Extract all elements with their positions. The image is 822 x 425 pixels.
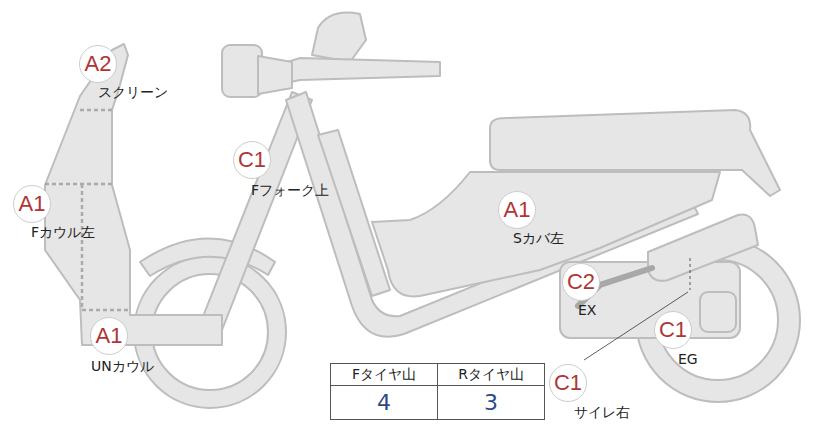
grade-code: A1 bbox=[19, 193, 46, 215]
part-name: EX bbox=[578, 301, 596, 319]
grade-code: A1 bbox=[96, 325, 123, 347]
part-name: EG bbox=[678, 350, 698, 368]
grade-code: C1 bbox=[238, 149, 266, 171]
part-name: Fフォーク上 bbox=[251, 181, 329, 199]
grade-callout: C1サイレ右 bbox=[549, 364, 587, 402]
part-name: サイレ右 bbox=[574, 403, 630, 421]
grade-callout: C2EX bbox=[562, 263, 600, 301]
part-name: スクリーン bbox=[98, 83, 168, 101]
grade-callout: A1UNカウル bbox=[90, 317, 128, 355]
part-name: Fカウル左 bbox=[31, 223, 95, 241]
part-name: Sカバ左 bbox=[513, 229, 564, 247]
table-value: 3 bbox=[438, 386, 544, 419]
table-header: Fタイヤ山 bbox=[331, 364, 437, 385]
grade-callout: A1Fカウル左 bbox=[13, 185, 51, 223]
grade-callout: A2スクリーン bbox=[79, 45, 117, 83]
grade-callout: C1Fフォーク上 bbox=[233, 141, 271, 179]
grade-code: A2 bbox=[85, 53, 112, 75]
grade-callout: C1EG bbox=[654, 311, 692, 349]
grade-code: C1 bbox=[554, 372, 582, 394]
table-value: 4 bbox=[331, 386, 437, 419]
grade-code: C1 bbox=[659, 319, 687, 341]
table-header: Rタイヤ山 bbox=[438, 364, 544, 385]
part-name: UNカウル bbox=[91, 357, 154, 375]
grade-code: C2 bbox=[567, 271, 595, 293]
grade-code: A1 bbox=[504, 199, 531, 221]
grade-callout: A1Sカバ左 bbox=[498, 191, 536, 229]
